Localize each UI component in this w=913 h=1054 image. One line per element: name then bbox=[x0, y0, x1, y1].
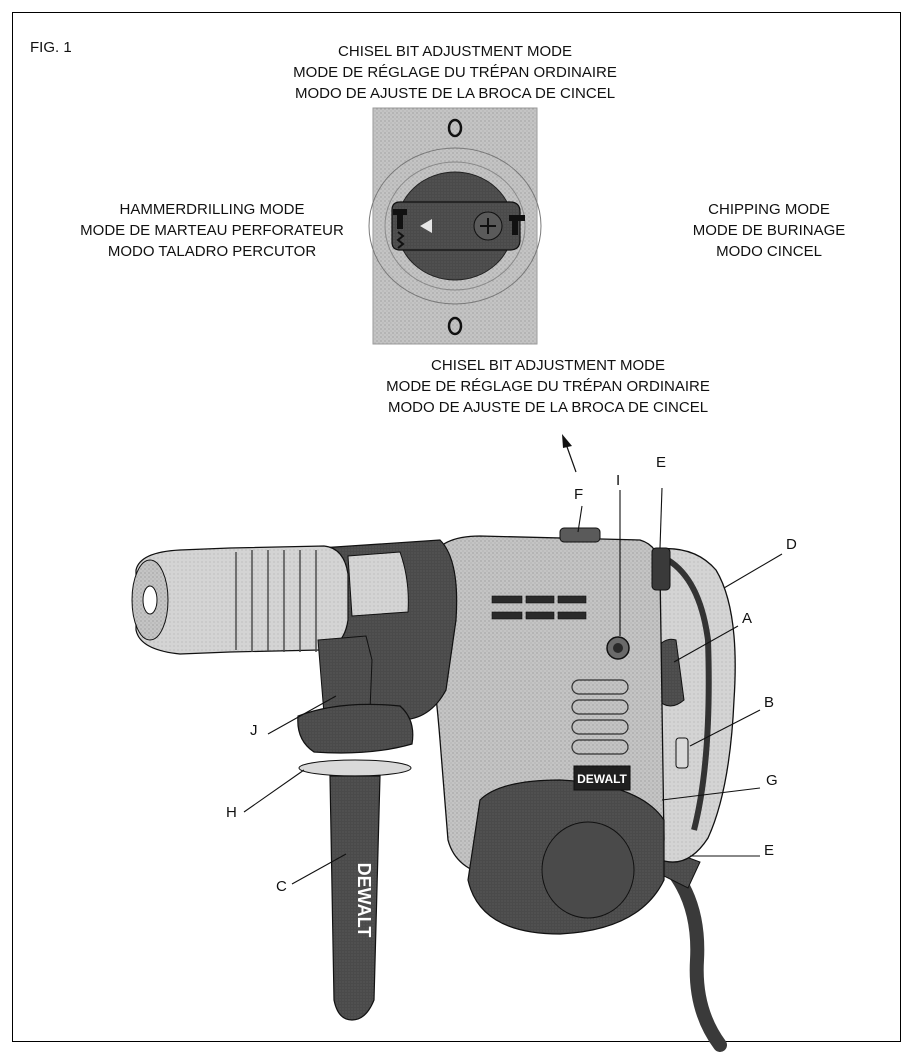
body-logo-text: DEWALT bbox=[577, 772, 627, 786]
callout-E-top: E bbox=[656, 454, 667, 471]
mode-bottom-line1: CHISEL BIT ADJUSTMENT MODE bbox=[431, 357, 665, 374]
lock-on-button[interactable] bbox=[675, 737, 689, 769]
leader-D bbox=[723, 553, 783, 589]
callout-J: J bbox=[250, 722, 258, 739]
mode-left-line3: MODO TALADRO PERCUTOR bbox=[107, 243, 317, 260]
callout-H: H bbox=[226, 804, 237, 821]
handle-logo-text: DEWALT bbox=[354, 863, 374, 938]
callout-E-bottom: E bbox=[764, 842, 775, 859]
selector-outer-ring bbox=[368, 147, 542, 305]
side-handle[interactable] bbox=[329, 775, 381, 1021]
mode-left-line1: HAMMERDRILLING MODE bbox=[119, 201, 305, 218]
leader-H bbox=[243, 769, 305, 813]
chisel-adjust-icon-bottom bbox=[447, 316, 463, 336]
leader-G bbox=[661, 787, 761, 801]
brush-cap-top bbox=[651, 547, 671, 591]
hammerdrill-icon bbox=[393, 209, 407, 249]
mode-right-line1: CHIPPING MODE bbox=[708, 201, 830, 218]
leader-F bbox=[577, 505, 583, 533]
mode-top-line3: MODO DE AJUSTE DE LA BROCA DE CINCEL bbox=[294, 85, 616, 102]
leader-C bbox=[291, 853, 347, 885]
side-handle-band bbox=[298, 759, 412, 777]
body-logo-plate bbox=[573, 765, 631, 791]
mode-top-line1: CHISEL BIT ADJUSTMENT MODE bbox=[338, 43, 572, 60]
callout-D: D bbox=[786, 536, 797, 553]
mode-bottom-line2: MODE DE RÉGLAGE DU TRÉPAN ORDINAIRE bbox=[386, 378, 710, 395]
mode-left-line2: MODE DE MARTEAU PERFORATEUR bbox=[80, 222, 344, 239]
leader-B bbox=[689, 709, 761, 747]
leader-A bbox=[673, 625, 739, 663]
leader-E-top bbox=[659, 487, 663, 549]
callout-B: B bbox=[764, 694, 775, 711]
handle-grip-strip bbox=[666, 557, 712, 831]
chuck-bore bbox=[142, 585, 158, 615]
side-handle-collar[interactable] bbox=[297, 703, 414, 754]
depth-rod-clamp bbox=[317, 635, 373, 715]
chuck-grips bbox=[235, 550, 317, 652]
leader-lines bbox=[243, 487, 783, 885]
mode-bottom-line3: MODO DE AJUSTE DE LA BROCA DE CINCEL bbox=[387, 399, 709, 416]
mode-top-line2: MODE DE RÉGLAGE DU TRÉPAN ORDINAIRE bbox=[293, 64, 617, 81]
chipping-icon bbox=[509, 215, 525, 235]
side-ribs bbox=[571, 679, 629, 755]
hammer-drill: DEWALT DEWALT bbox=[131, 527, 736, 1052]
callout-C: C bbox=[276, 878, 287, 895]
rotation-arrow bbox=[562, 434, 577, 473]
power-cord bbox=[665, 863, 727, 1052]
mode-right-line2: MODE DE BURINAGE bbox=[692, 222, 846, 239]
chisel-adjust-icon-top bbox=[447, 118, 463, 138]
figure-label: FIG. 1 bbox=[30, 39, 72, 56]
motor-end-cap bbox=[541, 821, 635, 919]
vent-slots bbox=[491, 595, 587, 620]
callout-I: I bbox=[616, 472, 621, 489]
callout-F: F bbox=[574, 486, 584, 503]
tool-chuck bbox=[135, 545, 349, 655]
callout-A: A bbox=[742, 610, 753, 627]
leader-J bbox=[267, 695, 337, 735]
mode-selector-panel bbox=[368, 107, 542, 345]
selector-inner-ring bbox=[384, 161, 526, 291]
selector-pointer-icon bbox=[420, 219, 432, 233]
mode-right-line3: MODO CINCEL bbox=[716, 243, 822, 260]
collar-ring bbox=[347, 551, 409, 617]
mode-selector-knob[interactable] bbox=[559, 527, 601, 543]
callout-G: G bbox=[766, 772, 778, 789]
